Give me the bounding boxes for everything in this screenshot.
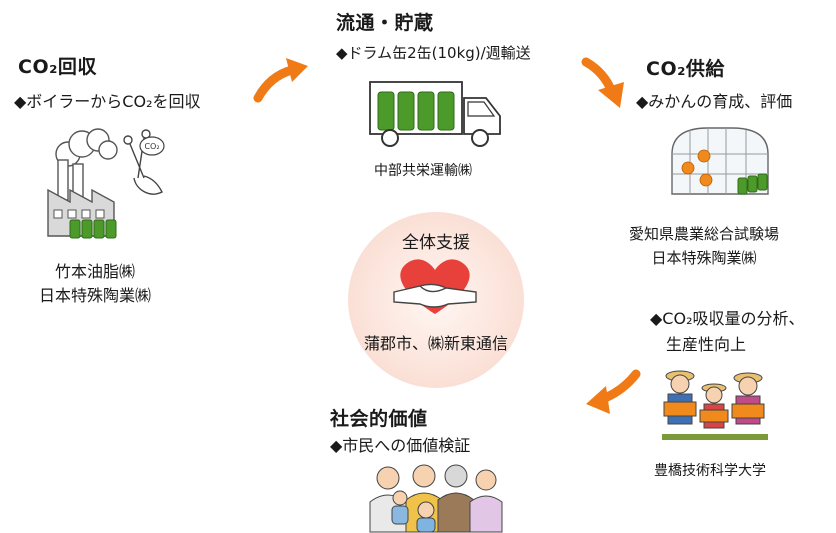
social-desc: ◆市民への価値検証 [330,436,471,455]
analysis-desc: ◆CO₂吸収量の分析、 生産性向上 [650,306,805,358]
family-illustration [369,464,503,533]
transport-org: 中部共栄運輸㈱ [374,163,472,179]
supply-org-2: 日本特殊陶業㈱ [651,249,757,267]
flow-arrow-1 [253,58,308,103]
social-title: 社会的価値 [330,408,428,430]
truck-drum-icons [377,91,455,131]
family-icons [369,464,503,533]
collect-orgs: 竹本油脂㈱ 日本特殊陶業㈱ [30,260,160,308]
co2-bubble-label: CO₂ [144,142,159,151]
collect-org-2: 日本特殊陶業㈱ [38,286,151,305]
support-org: 蒲郡市、㈱新東通信 [363,334,508,353]
supply-desc: ◆みかんの育成、評価 [636,92,793,111]
supply-title: CO₂供給 [646,58,725,80]
handshake-icon [393,283,477,308]
farmer-icons [663,370,765,429]
collect-title: CO₂回収 [18,56,97,78]
support-title: 全体支援 [402,233,470,253]
heart-hands-illustration [393,259,477,314]
collect-desc: ◆ボイラーからCO₂を回収 [14,92,201,111]
transport-title: 流通・貯蔵 [336,12,434,34]
supply-org-1: 愛知県農業総合試験場 [628,225,779,243]
farmers-illustration [662,370,768,440]
flow-arrow-2 [581,57,624,108]
supply-orgs: 愛知県農業総合試験場 日本特殊陶業㈱ [614,222,794,270]
flow-arrow-3 [586,369,641,414]
factory-illustration: CO₂ [47,128,165,239]
transport-desc: ◆ドラム缶2缶(10kg)/週輸送 [336,44,531,62]
greenhouse-illustration [671,127,769,195]
drum-icons [69,219,117,239]
co2-bubble [139,136,165,156]
truck-wheel-icons [381,129,489,147]
analysis-desc-1: ◆CO₂吸収量の分析、 [650,309,805,328]
truck-illustration [369,81,501,147]
analysis-desc-2: 生産性向上 [666,335,747,354]
analysis-org: 豊橋技術科学大学 [654,463,766,479]
orange-icons [681,149,713,187]
collect-org-1: 竹本油脂㈱ [54,262,135,281]
greenhouse-drum-icons [737,173,768,195]
